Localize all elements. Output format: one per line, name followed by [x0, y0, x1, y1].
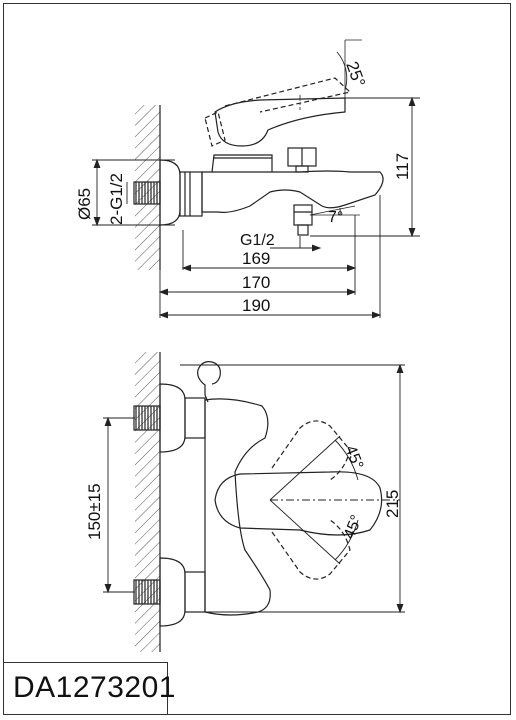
lever-handle-top — [214, 420, 383, 580]
mixer-body-top — [204, 398, 271, 616]
label-angle-7: 7° — [328, 209, 343, 226]
dim-150 — [103, 416, 135, 594]
inlet-connector-side — [133, 159, 203, 226]
product-code-box: DA1273201 — [3, 662, 175, 715]
dim-117 — [310, 96, 420, 238]
label-outlet-thread: G1/2 — [240, 232, 275, 249]
shower-hook — [197, 361, 221, 403]
label-inlet-thread: 2-G1/2 — [107, 173, 126, 225]
label-length-190: 190 — [242, 296, 270, 315]
label-angle-45-top: 45° — [341, 443, 366, 472]
shower-outlet-side — [293, 204, 313, 236]
angle-arc-25 — [336, 51, 348, 91]
label-diameter: Ø65 — [75, 188, 94, 220]
label-height-117: 117 — [393, 153, 412, 180]
side-view — [92, 39, 420, 319]
dim-lengths — [158, 195, 382, 319]
dim-215 — [180, 363, 405, 614]
lever-handle-side — [204, 77, 352, 147]
label-width-215: 215 — [383, 490, 402, 518]
mixer-body-side — [201, 154, 384, 213]
label-inlet-spacing: 150±15 — [85, 483, 104, 540]
product-code: DA1273201 — [13, 671, 176, 704]
label-length-169: 169 — [242, 249, 270, 268]
top-angle-guides — [269, 435, 400, 565]
dim-diameter — [92, 158, 175, 227]
side-center-lines — [299, 39, 362, 216]
label-length-170: 170 — [242, 273, 270, 292]
diverter-knob-side — [287, 147, 317, 173]
drawing-frame — [3, 3, 511, 715]
wall-top — [135, 352, 161, 652]
inlet-connector-lower — [133, 557, 206, 627]
top-view — [103, 352, 405, 652]
label-angle-45-bottom: 45° — [341, 513, 366, 542]
